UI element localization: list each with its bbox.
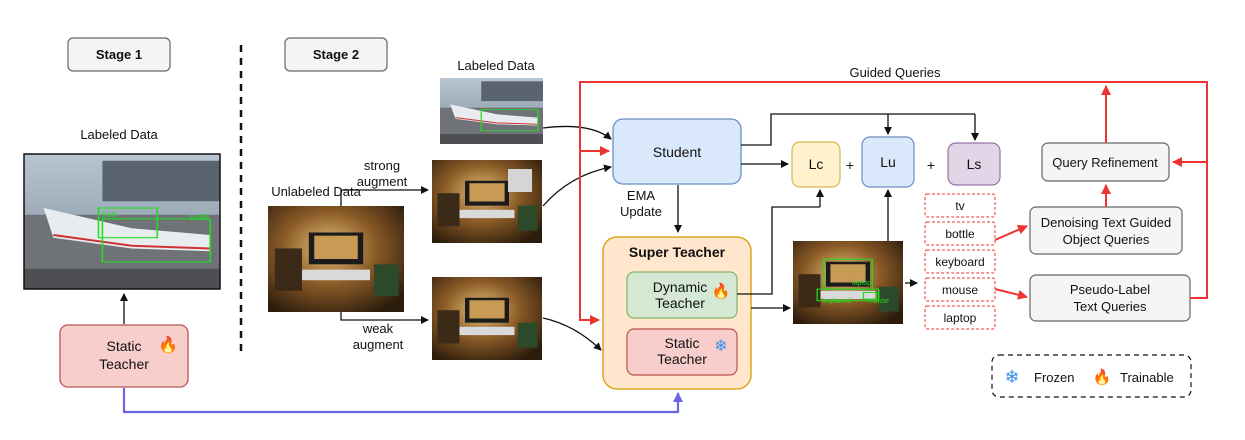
student-box: Student [612,118,742,185]
ls-label: Ls [967,156,982,172]
weak-augment-image [432,277,542,360]
legend-trainable-label: Trainable [1120,370,1174,385]
denoising-box: Denoising Text Guided Object Queries [1029,206,1183,255]
arrow-mouse-to-pseudo-queries [994,288,1028,300]
fire-icon: 🔥 [158,335,178,354]
static-teacher-stage1-line1: Static [106,338,141,354]
arrow-strong-to-student [542,164,612,207]
fire-icon: 🔥 [1093,368,1112,386]
labeled-train-image-small [440,78,543,144]
arrow-pseudo-queries-to-refinement [1172,157,1208,299]
query-chip-text: tv [955,199,964,213]
query-chip-text: laptop [944,311,977,325]
student-label: Student [653,144,701,160]
static-teacher-box: Static Teacher ❄ [626,328,738,376]
fire-icon: 🔥 [712,282,731,300]
plus-sign: + [846,157,854,173]
ls-box: Ls [947,142,1001,186]
pseudo-label-text-queries-line1: Pseudo-Label [1070,282,1150,297]
query-chip: keyboard [924,249,996,274]
static-teacher-line1: Static [664,335,699,351]
legend: ❄ Frozen 🔥 Trainable [991,354,1192,398]
static-teacher-line2: Teacher [657,351,707,367]
ema-update-line2: Update [620,204,662,219]
unlabeled-image [268,206,404,312]
stage1-text: Stage 1 [96,47,142,62]
train-detection-label: train [102,210,118,219]
denoising-line2: Object Queries [1063,232,1150,247]
weak-augment-line1: weak [362,321,394,336]
unlabeled-data-title: Unlabeled Data [271,184,361,199]
arrow-static-to-super [122,388,683,414]
strong-augment-line2: augment [357,174,408,189]
student-to-loss-branch [741,113,975,146]
query-chip: tv [924,193,996,218]
dynamic-teacher-box: Dynamic Teacher 🔥 [626,271,738,319]
query-refinement-label: Query Refinement [1052,155,1158,170]
weak-augment-line2: augment [353,337,404,352]
dynamic-teacher-line1: Dynamic [653,279,707,295]
snowflake-icon: ❄ [1004,367,1019,387]
super-teacher-box: Super Teacher Dynamic Teacher 🔥 Static T… [602,236,752,390]
static-teacher-stage1: Static Teacher 🔥 [59,324,189,388]
lu-box: Lu [861,136,915,188]
arrow-weak-to-super [542,317,602,351]
arrow-weak-augment [340,312,429,324]
pseudo-label-text-queries-line2: Text Queries [1074,299,1147,314]
query-chip-text: bottle [945,227,975,241]
query-chip: mouse [924,277,996,302]
stage2-text: Stage 2 [313,47,359,62]
query-chip-text: mouse [942,283,978,297]
pseudo-label-image: laptop keyboard mouse [793,241,903,324]
labeled-data-left-title: Labeled Data [80,127,158,142]
keyboard-detection-label: keyboard [822,298,851,305]
query-chip-text: keyboard [935,255,984,269]
guided-queries-loop [579,81,1208,325]
stage1-label: Stage 1 [67,37,171,72]
ema-update-line1: EMA [627,188,656,203]
query-chip: bottle [924,221,996,246]
guided-queries-label: Guided Queries [849,65,941,80]
dynamic-teacher-line2: Teacher [655,295,705,311]
pseudo-label-text-queries-box: Pseudo-Label Text Queries [1029,274,1191,322]
labeled-train-image: train traffic [23,153,221,290]
static-teacher-stage1-line2: Teacher [99,356,149,372]
lc-label: Lc [809,156,824,172]
denoising-line1: Denoising Text Guided [1041,215,1172,230]
arrow-labeled-to-student [542,125,612,140]
lc-box: Lc [791,141,841,188]
laptop-detection-label: laptop [852,280,871,287]
lu-label: Lu [880,154,896,170]
traffic-detection-label: traffic [190,213,209,222]
strong-augment-image [432,160,542,243]
super-teacher-title: Super Teacher [629,244,726,260]
labeled-data-top-title: Labeled Data [457,58,535,73]
query-refinement-box: Query Refinement [1041,142,1170,182]
query-chip: laptop [924,305,996,330]
arrow-dynamic-to-lc-line [737,206,820,295]
arrow-strong-augment [340,186,429,206]
strong-augment-line1: strong [364,158,400,173]
legend-frozen-label: Frozen [1034,370,1074,385]
plus-sign: + [927,157,935,173]
snowflake-icon: ❄ [714,338,727,355]
arrow-bottle-to-denoising [994,225,1028,241]
stage2-label: Stage 2 [284,37,388,72]
mouse-detection-label: mouse [868,298,889,305]
